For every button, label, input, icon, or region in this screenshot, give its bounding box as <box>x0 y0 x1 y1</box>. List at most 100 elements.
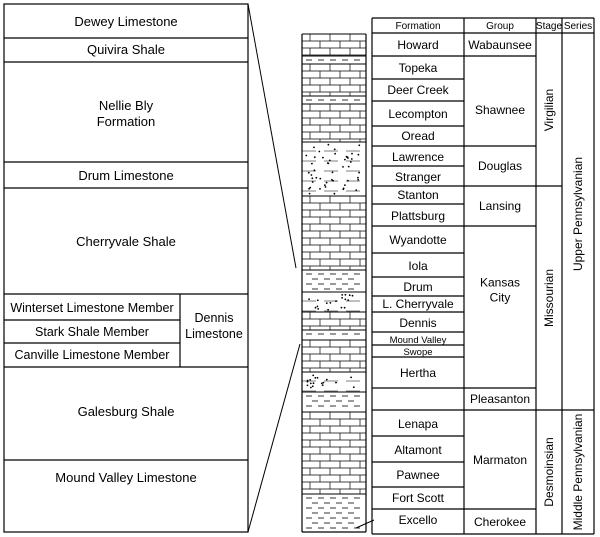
unit-cherryvale-shale: Cherryvale Shale <box>76 234 176 249</box>
stage-labels: Virgilian Missourian Desmoinsian <box>542 89 556 507</box>
label-line: Dennis <box>195 311 234 325</box>
sandstone-dot <box>313 382 315 384</box>
unit-galesburg-shale: Galesburg Shale <box>78 404 175 419</box>
sandstone-dot <box>309 379 311 381</box>
sandstone-dot <box>310 383 312 385</box>
formation-lenapa: Lenapa <box>398 417 438 431</box>
sandstone-dot <box>357 179 359 181</box>
sandstone-dot <box>353 386 355 388</box>
formation-mound-valley: Mound Valley <box>390 335 447 346</box>
sandstone-dot <box>324 184 326 186</box>
sandstone-dot <box>358 144 360 146</box>
sandstone-dot <box>313 147 315 149</box>
formation-iola: Iola <box>408 259 428 273</box>
formation-stranger: Stranger <box>395 170 441 184</box>
stage-desmoinsian: Desmoinsian <box>542 437 556 506</box>
formation-dennis: Dennis <box>399 316 436 330</box>
formation-labels: Howard Topeka Deer Creek Lecompton Oread… <box>382 38 454 527</box>
sandstone-dot <box>351 153 353 155</box>
formation-oread: Oread <box>401 129 434 143</box>
sandstone-dot <box>317 308 319 310</box>
sandstone-dot <box>358 154 360 156</box>
group-labels: Wabaunsee Shawnee Douglas Lansing Kansas… <box>468 38 532 529</box>
group-pleasanton: Pleasanton <box>470 392 530 406</box>
sandstone-dot <box>347 180 349 182</box>
series-middle-pennsylvanian: Middle Pennsylvanian <box>571 414 585 531</box>
header-series: Series <box>564 21 592 32</box>
unit-mound-valley-limestone: Mound Valley Limestone <box>55 470 196 485</box>
sandstone-dot <box>309 187 311 189</box>
sandstone-dot <box>343 188 345 190</box>
sandstone-dot <box>342 166 344 168</box>
sandstone-dot <box>308 172 310 174</box>
sandstone-dot <box>315 307 317 309</box>
unit-stark-shale-member: Stark Shale Member <box>35 325 149 339</box>
sandstone-dot <box>344 299 346 301</box>
excello-leader-line <box>356 520 374 528</box>
formation-stanton: Stanton <box>397 188 438 202</box>
sandstone-dot <box>317 299 319 301</box>
left-detail-column <box>4 4 248 532</box>
sandstone-dot <box>311 174 313 176</box>
sandstone-dot <box>328 163 330 165</box>
group-douglas: Douglas <box>478 159 522 173</box>
formation-deer-creek: Deer Creek <box>387 83 449 97</box>
sandstone-dot <box>309 193 311 195</box>
table-headers: Formation Group Stage Series <box>395 21 592 32</box>
sandstone-dot <box>350 377 352 379</box>
group-shawnee: Shawnee <box>475 103 525 117</box>
sandstone-dot <box>326 182 328 184</box>
sandstone-dot <box>317 377 319 379</box>
sandstone-dot <box>344 184 346 186</box>
sandstone-dot <box>305 155 307 157</box>
group-wabaunsee: Wabaunsee <box>468 38 532 52</box>
formation-altamont: Altamont <box>394 443 442 457</box>
sandstone-dot <box>322 157 324 159</box>
sandstone-dot <box>352 295 354 297</box>
stage-missourian: Missourian <box>542 269 556 327</box>
formation-wyandotte: Wyandotte <box>389 233 447 247</box>
sandstone-dot <box>328 144 330 146</box>
sandstone-dot <box>351 158 353 160</box>
sandstone-dot <box>341 297 343 299</box>
sandstone-dot <box>312 385 314 387</box>
formation-lawrence: Lawrence <box>392 150 444 164</box>
unit-dewey-limestone: Dewey Limestone <box>74 14 177 29</box>
group-cherokee: Cherokee <box>474 515 526 529</box>
sandstone-dot <box>308 298 310 300</box>
formation-lecompton: Lecompton <box>388 107 447 121</box>
sandstone-dot <box>335 382 337 384</box>
unit-quivira-shale: Quivira Shale <box>87 42 165 57</box>
sandstone-dot <box>341 307 343 309</box>
sandstone-dot <box>312 375 314 377</box>
sandstone-dot <box>345 294 347 296</box>
sandstone-dot <box>357 177 359 179</box>
label-line: Nellie Bly <box>99 98 154 113</box>
formation-l-cherryvale: L. Cherryvale <box>382 297 454 311</box>
sandstone-dot <box>350 161 352 163</box>
sandstone-dot <box>344 307 346 309</box>
sandstone-dot <box>325 186 327 188</box>
left-unit-labels: Dewey Limestone Quivira Shale Nellie Bly… <box>10 14 243 485</box>
sandstone-dot <box>307 385 309 387</box>
formation-topeka: Topeka <box>399 61 438 75</box>
formation-plattsburg: Plattsburg <box>391 209 445 223</box>
sandstone-dot <box>317 306 319 308</box>
sandstone-dot <box>347 299 349 301</box>
group-marmaton: Marmaton <box>473 453 527 467</box>
unit-winterset-limestone-member: Winterset Limestone Member <box>10 301 173 315</box>
header-stage: Stage <box>536 21 563 32</box>
sandstone-dot <box>326 379 328 381</box>
sandstone-dot <box>326 302 328 304</box>
sandstone-dot <box>314 377 316 379</box>
connector-lines <box>248 4 300 532</box>
sandstone-dot <box>334 148 336 150</box>
sandstone-dot <box>341 294 343 296</box>
series-upper-pennsylvanian: Upper Pennsylvanian <box>571 157 585 271</box>
sandstone-dot <box>355 189 357 191</box>
sandstone-dot <box>319 188 321 190</box>
